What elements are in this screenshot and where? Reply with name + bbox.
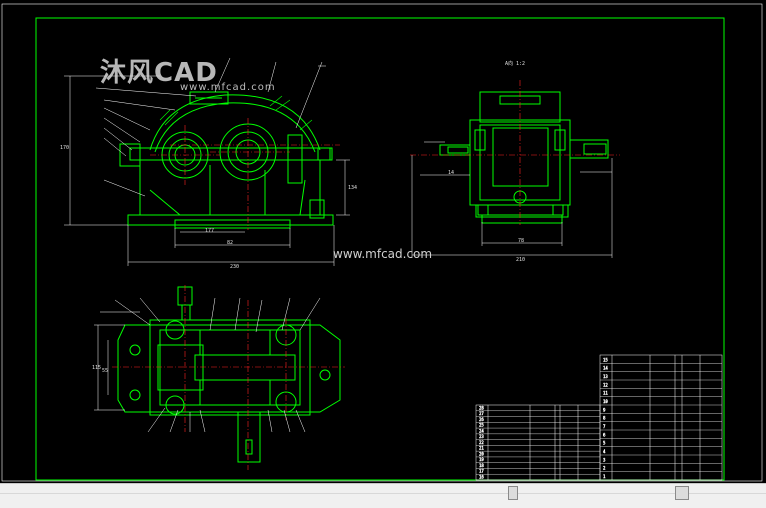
table-row-number: 2 [603,466,606,471]
table-row-number: 25 [479,423,484,428]
side-view-title: A向 1:2 [505,61,526,67]
front-view [119,91,334,229]
table-row-number: 22 [479,440,484,445]
parts-table-rows: 1514131211109876543212827262524232221201… [476,357,722,481]
dim-side-width: 210 [516,257,526,263]
table-row-number: 16 [479,475,484,480]
dim-front-span: 177 [205,228,215,234]
table-row-number: 11 [603,391,608,396]
top-view-dimensions [94,297,321,433]
front-view-centerlines [150,118,340,230]
table-row-number: 10 [603,399,608,404]
table-row-number: 3 [603,457,606,462]
table-row-number: 28 [479,405,484,410]
table-row-number: 17 [479,469,484,474]
table-row-number: 14 [603,366,608,371]
outer-frame [1,3,763,482]
top-view [117,286,341,463]
side-view-centerlines [410,80,620,225]
table-row-number: 24 [479,428,484,433]
dim-front-small: 134 [348,185,358,191]
table-row-number: 9 [603,407,606,412]
dim-front-height: 170 [60,145,70,151]
table-row-number: 1 [603,474,606,479]
inner-frame [35,17,725,481]
dim-top-inner: 55 [102,368,109,374]
dim-front-base: 82 [227,240,234,246]
table-row-number: 18 [479,463,484,468]
table-row-number: 6 [603,432,606,437]
scrollbar-right-thumb[interactable] [675,486,689,500]
dim-side-shaft: 14 [448,170,455,176]
table-row-number: 4 [603,449,606,454]
table-row-number: 13 [603,374,608,379]
parts-table [475,354,723,481]
side-view-dimensions [411,141,613,258]
scrollbar-left-thumb[interactable] [508,486,518,500]
table-row-number: 19 [479,457,484,462]
watermark-logo-url: www.mfcad.com [180,82,276,93]
dim-top-height: 115 [92,365,102,371]
table-row-number: 8 [603,416,606,421]
table-row-number: 21 [479,446,484,451]
dim-front-width: 230 [230,264,240,270]
table-row-number: 23 [479,434,484,439]
watermark-center-url: www.mfcad.com [333,247,433,261]
scrollbar-track[interactable] [0,493,766,494]
table-row-number: 5 [603,441,606,446]
front-view-dimensions [64,57,350,266]
side-view [439,91,609,224]
table-row-number: 15 [603,357,608,362]
cad-drawing: 1514131211109876543212827262524232221201… [1,3,763,482]
table-row-number: 7 [603,424,606,429]
horizontal-scrollbar[interactable] [0,483,766,508]
table-row-number: 20 [479,451,484,456]
table-row-number: 12 [603,382,608,387]
top-view-centerlines [112,285,345,470]
table-row-number: 27 [479,411,484,416]
front-view-hatch [159,95,313,131]
watermark-logo: 沐风CAD [100,58,218,88]
table-row-number: 26 [479,417,484,422]
dim-side-base: 78 [518,238,525,244]
